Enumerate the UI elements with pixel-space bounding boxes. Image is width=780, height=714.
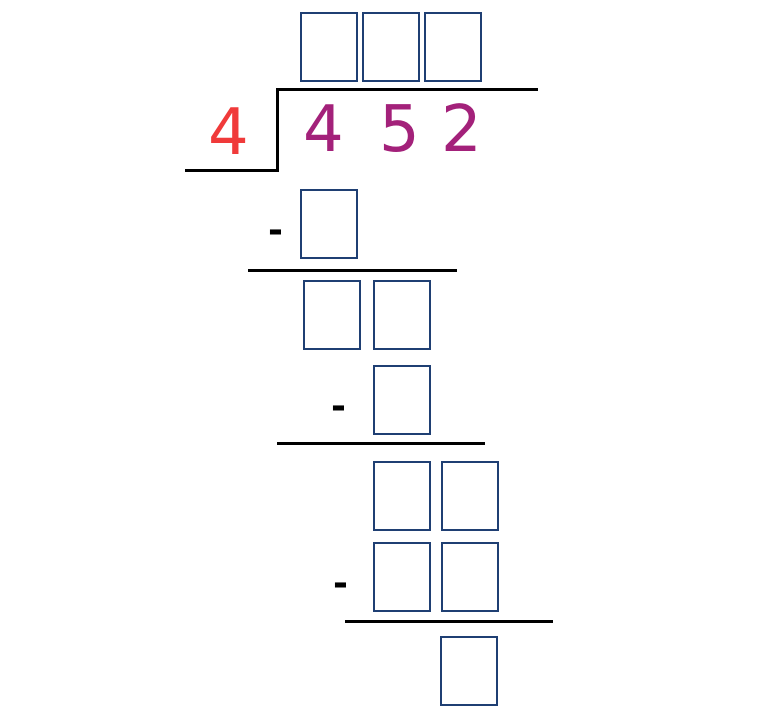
divisor: 4 [208, 96, 249, 170]
final-remainder-box[interactable] [440, 636, 498, 706]
quotient-digit-box-1[interactable] [300, 12, 358, 82]
vinculum-line [276, 88, 538, 91]
subtraction-line-3 [345, 620, 553, 623]
minus-sign-1: - [268, 210, 283, 251]
subtrahend-1-box-1[interactable] [300, 189, 358, 259]
quotient-digit-box-2[interactable] [362, 12, 420, 82]
remainder-1-box-1[interactable] [303, 280, 361, 350]
subtrahend-2-box-1[interactable] [373, 365, 431, 435]
minus-sign-2: - [331, 386, 346, 427]
subtraction-line-1 [248, 269, 457, 272]
subtrahend-3-box-2[interactable] [441, 542, 499, 612]
quotient-digit-box-3[interactable] [424, 12, 482, 82]
dividend-digit-1: 4 [303, 93, 344, 167]
divisor-underline [185, 169, 279, 172]
remainder-1-box-2[interactable] [373, 280, 431, 350]
remainder-2-box-2[interactable] [441, 461, 499, 531]
dividend-digit-2: 5 [379, 93, 420, 167]
subtraction-line-2 [277, 442, 485, 445]
remainder-2-box-1[interactable] [373, 461, 431, 531]
subtrahend-3-box-1[interactable] [373, 542, 431, 612]
bracket-vertical-line [276, 88, 279, 171]
dividend-digit-3: 2 [441, 93, 482, 167]
minus-sign-3: - [333, 563, 348, 604]
